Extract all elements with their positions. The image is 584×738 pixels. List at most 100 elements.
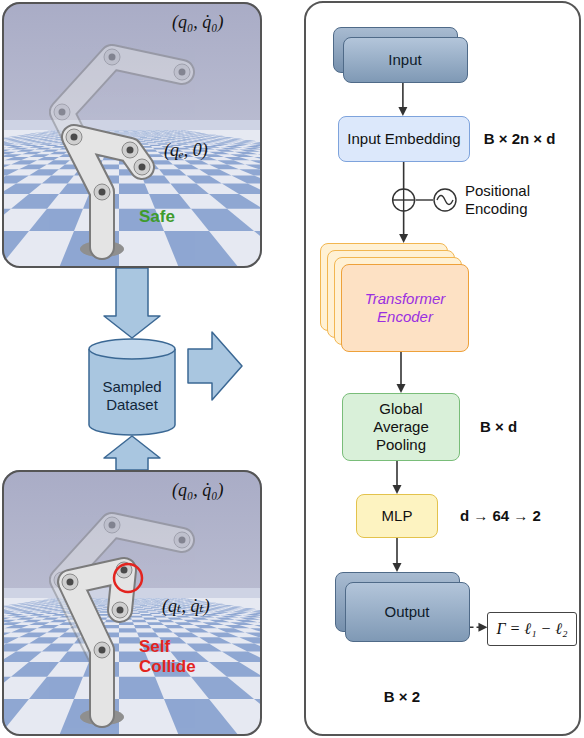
connector-line (470, 626, 480, 628)
floor-tile (15, 610, 29, 611)
floor-tile (152, 160, 173, 164)
robot-link-outline (62, 525, 182, 715)
robot-joint (174, 64, 190, 80)
floor-tile (129, 132, 134, 133)
floor-tile (174, 622, 194, 625)
dataset-label: Sampled Dataset (92, 378, 172, 414)
floor-tile (19, 632, 47, 637)
box-label: Input Embedding (347, 130, 460, 148)
floor-tile (239, 637, 262, 643)
floor-tile (19, 164, 47, 169)
floor-tile (2, 651, 42, 662)
robot-joint (62, 574, 78, 590)
floor-tile (191, 209, 254, 231)
floor-tile (245, 164, 262, 169)
floor-tile (194, 625, 217, 628)
floor-tile (52, 146, 67, 148)
floor-tile (198, 133, 206, 134)
floor-ground (2, 120, 262, 268)
robot-joint-cap (99, 189, 106, 196)
floor-tile (42, 644, 74, 652)
floor-tile (42, 618, 59, 620)
floor-tile (152, 628, 173, 632)
floor-tile (130, 133, 136, 134)
floor-tile (220, 148, 239, 150)
floor-tile (187, 644, 222, 652)
floor-tile (29, 133, 37, 134)
floor-tile (8, 604, 19, 606)
floor-tile (102, 601, 108, 602)
floor-tile (209, 613, 225, 614)
robot-joint-cap (67, 579, 74, 586)
floor-tile (164, 625, 184, 628)
robot-joint (122, 142, 138, 158)
floor-tile (230, 622, 254, 625)
block-arrow (104, 268, 160, 338)
floor-tile (16, 618, 35, 620)
robot-link (62, 525, 182, 715)
floor-tile (119, 132, 124, 133)
robot-joint (66, 129, 82, 145)
floor-tile (132, 130, 137, 131)
floor-tile (11, 148, 29, 150)
floor-tile (110, 130, 114, 131)
floor-tile (11, 141, 25, 142)
floor-tile (132, 136, 139, 138)
floor-tile (4, 625, 29, 628)
floor-tile (243, 616, 262, 618)
floor-tile (187, 176, 222, 184)
floor-tile (24, 613, 39, 614)
box-label: MLP (382, 507, 413, 525)
floor-tile (131, 134, 137, 135)
robot-arm (62, 562, 132, 725)
floor-tile (106, 130, 111, 131)
floor-tile (125, 134, 131, 136)
floor-tile (37, 157, 59, 160)
dimension-label: B × 2n × d (484, 130, 556, 148)
floor-tile (239, 609, 254, 610)
floor-tile (119, 637, 142, 643)
state-label: (qₜ, q̇ₜ) (162, 596, 210, 617)
robot-joint (94, 642, 110, 658)
floor-tile (19, 143, 34, 144)
floor-tile (136, 130, 141, 131)
floor-tile (2, 637, 19, 643)
floor-tile (134, 625, 152, 628)
floor-tile (22, 620, 42, 622)
floor-tile (149, 613, 161, 614)
floor-tile (128, 131, 133, 132)
connector (470, 623, 488, 632)
collision-marker (114, 564, 142, 592)
floor-tile (29, 154, 50, 157)
robot-joint (104, 49, 120, 65)
floor-tile (119, 132, 124, 133)
floor-tile (136, 598, 141, 599)
floor-tile (218, 142, 233, 143)
floor-tile (42, 176, 74, 184)
floor-tile (233, 611, 249, 612)
floor-tile (22, 152, 42, 154)
floor-tile (11, 662, 59, 677)
box-face: Γ = ℓ₁ − ℓ₂ (487, 612, 576, 645)
robot-joint (104, 517, 120, 533)
dataset-cylinder: Sampled Dataset (88, 338, 176, 436)
floor-tile (170, 183, 209, 194)
floor-tile (2, 620, 16, 622)
box-face: Output (345, 582, 470, 642)
horizon-haze (2, 120, 262, 130)
floor-tile (217, 628, 245, 632)
scene (2, 470, 262, 736)
box-face: Input Embedding (338, 116, 469, 162)
floor-tile (114, 131, 119, 132)
floor-tile (202, 622, 224, 625)
floor-tile (35, 616, 52, 618)
box-label: Output (384, 603, 429, 621)
floor-tile (128, 130, 133, 131)
floor-tile (191, 677, 254, 699)
box-face: Global Average Pooling (342, 393, 460, 461)
sine-wave (437, 196, 453, 205)
floor-tile (232, 138, 245, 140)
floor-tile (242, 608, 256, 610)
floor-tile (119, 628, 137, 632)
robot-joint (134, 159, 150, 175)
